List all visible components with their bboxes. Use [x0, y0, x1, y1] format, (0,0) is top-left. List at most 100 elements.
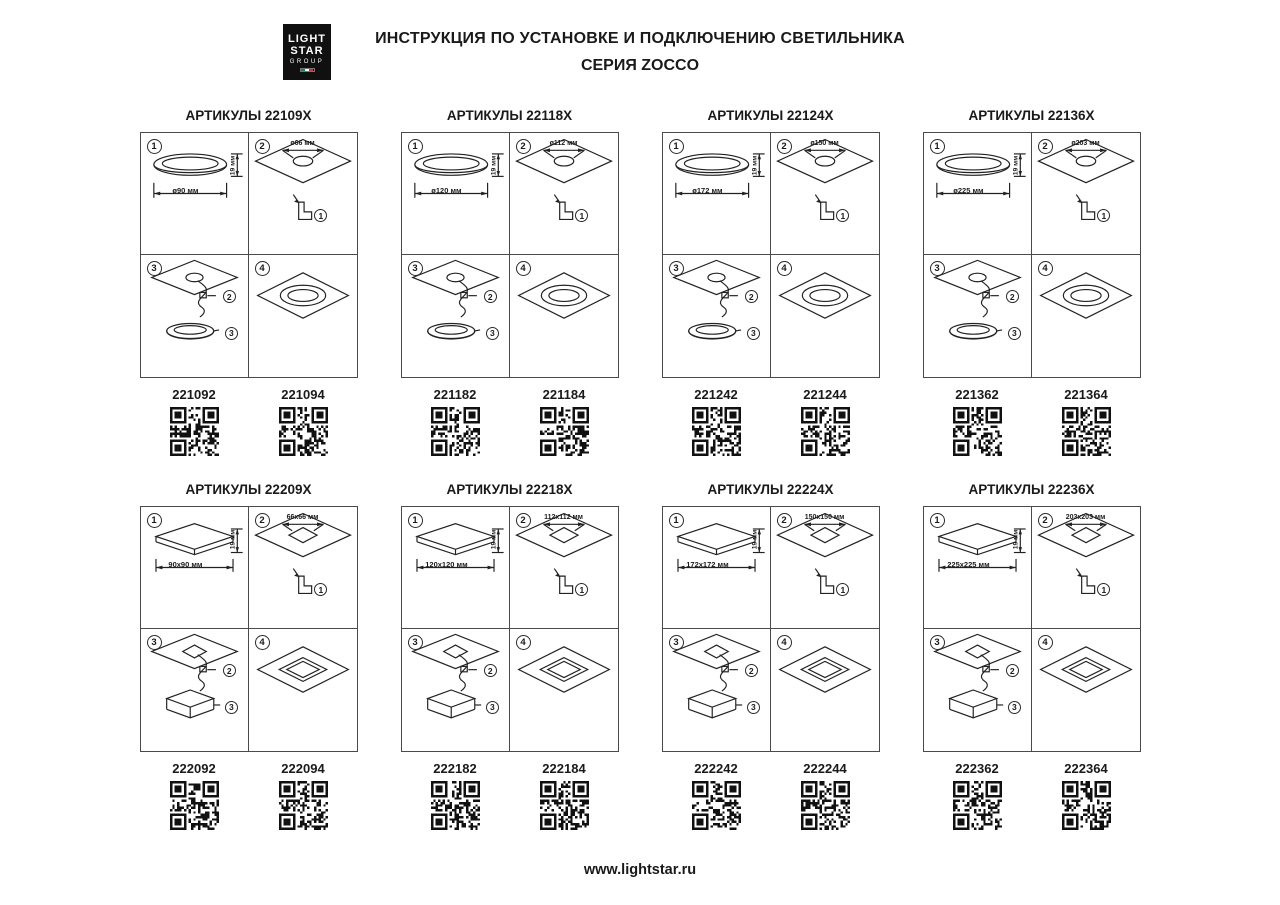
article-number-right: 222364	[1064, 761, 1108, 776]
step-2-badge: 2	[776, 139, 792, 154]
logo-line-3: GROUP	[289, 58, 325, 65]
step-4-installed: 4	[771, 255, 879, 377]
installation-steps-grid: 1 ø225 мм 19 мм 2 ø203 мм 1 3 2 3 4	[922, 132, 1141, 378]
step-1-fixture-dimensions: 1 ø172 мм 19 мм	[662, 133, 771, 255]
step-3-badge: 3	[407, 261, 423, 276]
qr-code-right	[800, 407, 850, 456]
connector-ref-badge: 2	[1005, 664, 1019, 678]
step-3-badge: 3	[668, 261, 684, 276]
step-2-cutout-dimensions: 2 66x66 мм 1	[248, 507, 357, 629]
step-2-badge: 2	[776, 513, 792, 528]
qr-code-right	[278, 781, 328, 830]
step-1-fixture-dimensions: 1 ø225 мм 19 мм	[923, 133, 1032, 255]
step-3-wiring: 3 2 3	[402, 255, 510, 377]
fixture-width-label: 225x225 мм	[947, 560, 990, 570]
article-numbers: 222242 222244	[662, 761, 880, 776]
article-number-right: 221244	[803, 387, 847, 402]
fixture-width-label: ø90 мм	[172, 186, 199, 196]
step-1-badge: 1	[668, 139, 684, 154]
panel-title: АРТИКУЛЫ 22224X	[707, 482, 834, 497]
cutout-size-label: 66x66 мм	[286, 513, 319, 521]
connector-ref-badge: 2	[222, 664, 236, 678]
qr-code-right	[1061, 407, 1111, 456]
article-numbers: 221092 221094	[140, 387, 358, 402]
panels-row-2: АРТИКУЛЫ 22209X 1 90x90 мм 19 мм 2 66x66…	[0, 482, 1280, 830]
step-4-badge: 4	[515, 261, 531, 276]
fixture-ref-badge: 3	[746, 700, 760, 714]
qr-code-left	[952, 407, 1002, 456]
cutout-size-label: 203x203 мм	[1065, 513, 1106, 521]
step-4-badge: 4	[1037, 261, 1053, 276]
fixture-width-label: 120x120 мм	[425, 560, 468, 570]
step-2-cutout-dimensions: 2 ø112 мм 1	[509, 133, 618, 255]
page-header: LIGHT STAR GROUP ИНСТРУКЦИЯ ПО УСТАНОВКЕ…	[0, 0, 1280, 96]
product-panel: АРТИКУЛЫ 22218X 1 120x120 мм 19 мм 2 112…	[400, 482, 619, 830]
installation-steps-grid: 1 ø120 мм 19 мм 2 ø112 мм 1 3 2 3 4	[400, 132, 619, 378]
article-number-left: 221242	[694, 387, 738, 402]
article-number-left: 222242	[694, 761, 738, 776]
qr-code-right	[800, 781, 850, 830]
step-1-badge: 1	[407, 513, 423, 528]
article-numbers: 222182 222184	[401, 761, 619, 776]
qr-codes	[662, 781, 880, 830]
qr-code-left	[169, 407, 219, 456]
qr-codes	[140, 407, 358, 456]
article-number-right: 221094	[281, 387, 325, 402]
step-4-installed: 4	[510, 255, 618, 377]
step-2-badge: 2	[254, 513, 270, 528]
document-title: ИНСТРУКЦИЯ ПО УСТАНОВКЕ И ПОДКЛЮЧЕНИЮ СВ…	[375, 30, 905, 47]
step-3-wiring: 3 2 3	[141, 629, 249, 751]
qr-codes	[401, 407, 619, 456]
fixture-width-label: ø172 мм	[692, 186, 723, 196]
step-3-wiring: 3 2 3	[141, 255, 249, 377]
article-numbers: 222362 222364	[923, 761, 1141, 776]
step-1-fixture-dimensions: 1 120x120 мм 19 мм	[401, 507, 510, 629]
step-1-badge: 1	[146, 139, 162, 154]
qr-code-left	[691, 781, 741, 830]
cutout-size-label: 150x150 мм	[804, 513, 845, 521]
fixture-height-label: 19 мм	[490, 529, 497, 550]
article-number-left: 222362	[955, 761, 999, 776]
article-numbers: 221362 221364	[923, 387, 1141, 402]
qr-code-left	[169, 781, 219, 830]
installation-steps-grid: 1 172x172 мм 19 мм 2 150x150 мм 1 3 2 3 …	[661, 506, 880, 752]
product-panel: АРТИКУЛЫ 22124X 1 ø172 мм 19 мм 2 ø150 м…	[661, 108, 880, 456]
step-3-badge: 3	[668, 635, 684, 650]
article-number-left: 221092	[172, 387, 216, 402]
fixture-height-label: 19 мм	[1012, 155, 1019, 176]
step-4-badge: 4	[776, 261, 792, 276]
fixture-ref-badge: 3	[746, 326, 760, 340]
qr-code-right	[278, 407, 328, 456]
fixture-width-label: 172x172 мм	[686, 560, 729, 570]
website-url: www.lightstar.ru	[583, 862, 697, 878]
product-panel: АРТИКУЛЫ 22109X 1 ø90 мм 19 мм 2 ø66 мм …	[139, 108, 358, 456]
article-number-left: 221362	[955, 387, 999, 402]
connector-ref-badge: 2	[1005, 290, 1019, 304]
qr-code-left	[691, 407, 741, 456]
article-numbers: 221242 221244	[662, 387, 880, 402]
page-footer: www.lightstar.ru	[0, 862, 1280, 878]
step-1-fixture-dimensions: 1 ø90 мм 19 мм	[140, 133, 249, 255]
article-number-left: 222092	[172, 761, 216, 776]
connector-ref-badge: 2	[222, 290, 236, 304]
qr-codes	[401, 781, 619, 830]
step-4-installed: 4	[771, 629, 879, 751]
fixture-ref-badge: 3	[224, 326, 238, 340]
qr-codes	[923, 407, 1141, 456]
fixture-width-label: ø225 мм	[953, 186, 984, 196]
step-4-badge: 4	[515, 635, 531, 650]
step-3-wiring: 3 2 3	[663, 255, 771, 377]
step-2-cutout-dimensions: 2 150x150 мм 1	[770, 507, 879, 629]
fixture-ref-badge: 3	[485, 700, 499, 714]
cutout-size-label: 112x112 мм	[544, 513, 583, 521]
fixture-width-label: 90x90 мм	[168, 560, 203, 570]
panel-title: АРТИКУЛЫ 22109X	[185, 108, 312, 123]
article-numbers: 222092 222094	[140, 761, 358, 776]
panel-title: АРТИКУЛЫ 22118X	[446, 108, 573, 123]
step-3-wiring: 3 2 3	[402, 629, 510, 751]
qr-code-left	[430, 407, 480, 456]
step-4-installed: 4	[510, 629, 618, 751]
product-panel: АРТИКУЛЫ 22118X 1 ø120 мм 19 мм 2 ø112 м…	[400, 108, 619, 456]
qr-codes	[140, 781, 358, 830]
logo-line-2: STAR	[290, 44, 324, 57]
